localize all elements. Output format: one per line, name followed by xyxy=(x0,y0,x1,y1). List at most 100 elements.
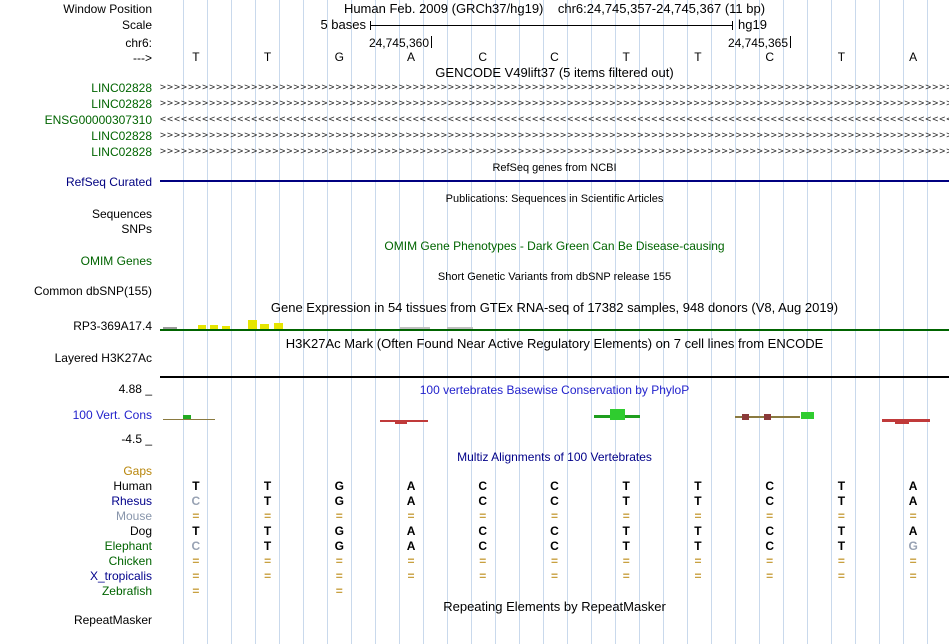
species-label[interactable]: Chicken xyxy=(108,554,152,568)
scale-value: 5 bases xyxy=(320,17,366,32)
track-title-omim: OMIM Gene Phenotypes - Dark Green Can Be… xyxy=(384,239,725,253)
species-label[interactable]: Rhesus xyxy=(111,494,152,508)
alignment-base: = xyxy=(192,569,200,583)
alignment-base: C xyxy=(550,479,559,493)
species-label[interactable]: Zebrafish xyxy=(101,584,152,598)
track-title-refseq: RefSeq genes from NCBI xyxy=(492,162,617,174)
gene-transcript-row[interactable]: >>>>>>>>>>>>>>>>>>>>>>>>>>>>>>>>>>>>>>>>… xyxy=(160,82,949,93)
conservation-plot[interactable] xyxy=(160,398,949,448)
alignment-base: = xyxy=(837,554,845,568)
layered-h3k27ac-label[interactable]: Layered H3K27Ac xyxy=(54,351,152,365)
refseq-curated-label[interactable]: RefSeq Curated xyxy=(65,175,152,189)
alignment-base: = xyxy=(479,569,487,583)
alignment-row[interactable]: =========== xyxy=(160,509,949,523)
sequence-base: C xyxy=(478,50,488,64)
alignment-base: G xyxy=(334,524,344,538)
alignment-base: C xyxy=(765,524,775,538)
repeatmasker-label[interactable]: RepeatMasker xyxy=(73,613,152,627)
alignment-base: = xyxy=(694,569,702,583)
gene-transcript-row[interactable]: >>>>>>>>>>>>>>>>>>>>>>>>>>>>>>>>>>>>>>>>… xyxy=(160,130,949,141)
gaps-label[interactable]: Gaps xyxy=(123,464,152,478)
alignment-base: T xyxy=(694,524,702,538)
alignment-base: = xyxy=(407,554,415,568)
alignment-base: = xyxy=(192,584,200,598)
gene-label[interactable]: LINC02828 xyxy=(91,145,152,159)
alignment-base: A xyxy=(406,524,416,538)
alignment-base: C xyxy=(765,479,775,493)
alignment-row[interactable]: == xyxy=(160,584,949,598)
refseq-curated-item[interactable] xyxy=(160,180,949,182)
gtex-gene-label[interactable]: RP3-369A17.4 xyxy=(73,319,152,333)
alignment-base: G xyxy=(908,539,918,553)
sequence-base: C xyxy=(550,50,559,64)
sequence-base: T xyxy=(694,50,702,64)
alignment-base: T xyxy=(837,494,846,508)
alignment-base: A xyxy=(908,494,918,508)
gene-label[interactable]: LINC02828 xyxy=(91,97,152,111)
alignment-base: = xyxy=(766,554,774,568)
sequences-label[interactable]: Sequences xyxy=(91,207,152,221)
gene-transcript-row[interactable]: >>>>>>>>>>>>>>>>>>>>>>>>>>>>>>>>>>>>>>>>… xyxy=(160,98,949,109)
alignment-base: T xyxy=(622,479,630,493)
gene-transcript-row[interactable]: >>>>>>>>>>>>>>>>>>>>>>>>>>>>>>>>>>>>>>>>… xyxy=(160,146,949,157)
alignment-base: T xyxy=(263,539,272,553)
conservation-max-label: 4.88 _ xyxy=(118,382,152,396)
gtex-expression-bar xyxy=(248,320,257,329)
track-title-h3k27ac: H3K27Ac Mark (Often Found Near Active Re… xyxy=(285,336,824,351)
gene-transcript-row[interactable]: <<<<<<<<<<<<<<<<<<<<<<<<<<<<<<<<<<<<<<<<… xyxy=(160,114,949,125)
alignment-base: T xyxy=(622,524,630,538)
alignment-base: = xyxy=(479,509,487,523)
chrom-label: chr6: xyxy=(125,36,152,50)
track-title-repeatmasker: Repeating Elements by RepeatMasker xyxy=(443,599,666,614)
alignment-base: = xyxy=(909,554,917,568)
conservation-track-label[interactable]: 100 Vert. Cons xyxy=(72,408,152,422)
alignment-base: C xyxy=(550,494,559,508)
snps-label[interactable]: SNPs xyxy=(121,222,152,236)
alignment-base: = xyxy=(264,554,272,568)
gtex-expression-bar xyxy=(400,327,430,329)
alignment-base: = xyxy=(694,554,702,568)
alignment-base: = xyxy=(622,554,630,568)
gtex-expression-track[interactable] xyxy=(160,318,949,334)
assembly-name: Human Feb. 2009 (GRCh37/hg19) xyxy=(343,1,544,16)
alignment-base: T xyxy=(694,479,702,493)
alignment-row[interactable]: =========== xyxy=(160,569,949,583)
gene-label[interactable]: ENSG00000307310 xyxy=(44,113,152,127)
alignment-base: T xyxy=(263,479,272,493)
alignment-base: C xyxy=(478,494,488,508)
alignment-base: G xyxy=(334,479,344,493)
window-position-label: Window Position xyxy=(63,2,152,16)
omim-genes-label[interactable]: OMIM Genes xyxy=(80,254,152,268)
alignment-base: C xyxy=(550,524,559,538)
common-dbsnp-label[interactable]: Common dbSNP(155) xyxy=(33,284,152,298)
alignment-base: = xyxy=(335,554,343,568)
species-label[interactable]: X_tropicalis xyxy=(89,569,152,583)
alignment-base: = xyxy=(909,569,917,583)
gene-label[interactable]: LINC02828 xyxy=(91,81,152,95)
gtex-expression-bar xyxy=(222,326,230,329)
alignment-base: = xyxy=(407,569,415,583)
alignment-base: T xyxy=(622,494,630,508)
gene-label[interactable]: LINC02828 xyxy=(91,129,152,143)
species-label[interactable]: Dog xyxy=(129,524,152,538)
species-label[interactable]: Elephant xyxy=(104,539,152,553)
gtex-expression-bar xyxy=(260,324,269,329)
alignment-base: = xyxy=(192,509,200,523)
assembly-tag: hg19 xyxy=(738,17,767,32)
alignment-base: = xyxy=(622,509,630,523)
species-label[interactable]: Mouse xyxy=(115,509,152,523)
gtex-expression-bar xyxy=(447,327,473,329)
track-title-conservation: 100 vertebrates Basewise Conservation by… xyxy=(419,383,690,397)
conservation-mark xyxy=(764,414,771,420)
alignment-base: = xyxy=(335,569,343,583)
species-label[interactable]: Human xyxy=(113,479,152,493)
coordinate-left: 24,745,360 xyxy=(368,36,429,50)
alignment-row[interactable]: =========== xyxy=(160,554,949,568)
alignment-base: A xyxy=(406,539,416,553)
gtex-expression-bar xyxy=(274,323,283,329)
